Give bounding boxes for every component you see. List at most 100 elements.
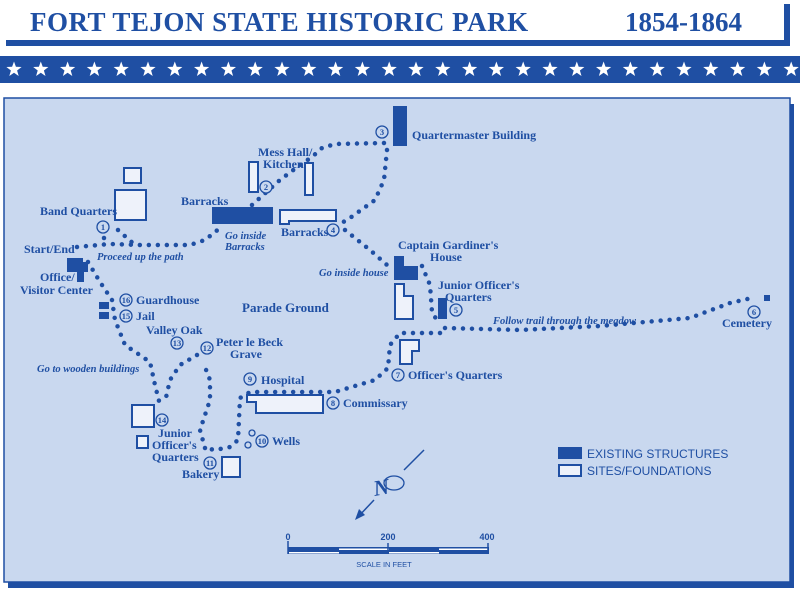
star-band (0, 56, 800, 83)
jail[interactable] (99, 312, 109, 319)
star-icon (194, 61, 210, 76)
bakery[interactable] (221, 456, 241, 478)
stop-marker-15[interactable]: 15 (119, 309, 133, 323)
office-visitor-center[interactable] (67, 258, 88, 282)
cemetery[interactable] (764, 295, 770, 301)
header-background (0, 0, 800, 100)
label-cemetery: Cemetery (722, 316, 772, 330)
label-office: Office/ (40, 270, 75, 284)
place-labels: Band Quarters Mess Hall/ Kitchen Quarter… (20, 128, 772, 481)
label-visitor-center: Visitor Center (20, 283, 94, 297)
label-parade-ground: Parade Ground (242, 300, 330, 315)
label-grave: Grave (230, 347, 263, 361)
stars (6, 61, 799, 76)
captain-gardiners-house[interactable] (394, 256, 418, 280)
commissary[interactable] (246, 394, 324, 414)
stop-marker-8[interactable]: 8 (326, 396, 340, 410)
star-icon (703, 61, 719, 76)
star-icon (274, 61, 290, 76)
scale-tick-0: 0 (285, 532, 290, 542)
label-wells: Wells (272, 434, 300, 448)
mess-hall[interactable] (248, 161, 259, 193)
label-bakery: Bakery (182, 467, 219, 481)
title-rule-side (784, 4, 790, 44)
star-icon (328, 61, 344, 76)
stop-marker-10[interactable]: 10 (255, 434, 269, 448)
stop-marker-13[interactable]: 13 (170, 336, 184, 350)
note-house: Go inside house (319, 268, 389, 279)
stop-marker-7[interactable]: 7 (391, 368, 405, 382)
stop-marker-6[interactable]: 6 (747, 305, 761, 319)
star-icon (301, 61, 317, 76)
label-junior-officers-5-line1: Junior Officer's (438, 278, 520, 292)
label-junior-14-line3: Quarters (152, 450, 199, 464)
barracks-existing[interactable] (212, 207, 273, 224)
stop-marker-2[interactable]: 2 (259, 180, 273, 194)
star-icon (435, 61, 451, 76)
scale-label: SCALE IN FEET (356, 560, 412, 569)
legend: EXISTING STRUCTURES SITES/FOUNDATIONS (558, 447, 728, 478)
structures (67, 106, 770, 478)
star-icon (6, 61, 22, 76)
note-wooden: Go to wooden buildings (37, 364, 139, 375)
star-icon (596, 61, 612, 76)
label-junior-14-line1: Junior (158, 426, 193, 440)
map-panel (3, 97, 791, 583)
svg-text:10: 10 (258, 436, 267, 446)
star-icon (676, 61, 692, 76)
svg-text:9: 9 (248, 374, 252, 384)
stop-marker-14[interactable]: 14 (155, 413, 169, 427)
svg-text:6: 6 (752, 307, 756, 317)
label-hospital: Hospital (261, 373, 305, 387)
stop-marker-4[interactable]: 4 (326, 223, 340, 237)
band-quarters[interactable] (114, 189, 147, 221)
label-start-end: Start/End (24, 242, 75, 256)
svg-text:3: 3 (380, 127, 384, 137)
stop-marker-9[interactable]: 9 (243, 372, 257, 386)
barracks-site[interactable] (279, 209, 337, 225)
star-icon (33, 61, 49, 76)
guardhouse[interactable] (99, 302, 109, 309)
label-officers-quarters: Officer's Quarters (408, 368, 503, 382)
officers-quarters[interactable] (399, 339, 420, 365)
stop-marker-5[interactable]: 5 (449, 303, 463, 317)
label-jail: Jail (136, 309, 155, 323)
band-quarters-small[interactable] (123, 167, 142, 184)
stop-marker-16[interactable]: 16 (119, 293, 133, 307)
note-meadow: Follow trail through the meadow (492, 316, 637, 327)
stop-markers: 1 2 3 4 5 6 7 8 9 10 11 12 13 14 15 16 (96, 125, 761, 470)
stop-marker-1[interactable]: 1 (96, 220, 110, 234)
label-kitchen: Kitchen (263, 157, 304, 171)
captain-house-foundation[interactable] (394, 283, 414, 320)
direction-notes: Proceed up the path Go inside Barracks G… (37, 231, 637, 375)
junior-officers-quarters-14[interactable] (131, 404, 155, 428)
junior-officers-quarters-5[interactable] (438, 298, 447, 319)
kitchen[interactable] (304, 162, 314, 196)
legend-existing-label: EXISTING STRUCTURES (587, 447, 728, 461)
star-icon (730, 61, 746, 76)
scale-tick-200: 200 (380, 532, 395, 542)
quartermaster-building[interactable] (393, 106, 407, 146)
star-icon (756, 61, 772, 76)
label-captain-house: House (430, 250, 463, 264)
label-commissary: Commissary (343, 396, 408, 410)
stop-marker-11[interactable]: 11 (203, 456, 217, 470)
stop-marker-12[interactable]: 12 (200, 341, 214, 355)
svg-text:16: 16 (122, 295, 131, 305)
star-icon (247, 61, 263, 76)
junior-officers-quarters-14-small[interactable] (136, 435, 149, 449)
legend-sites-swatch (558, 464, 582, 477)
svg-text:11: 11 (206, 458, 214, 468)
label-mess-hall: Mess Hall/ (258, 145, 313, 159)
note-proceed: Proceed up the path (97, 252, 184, 263)
star-icon (167, 61, 183, 76)
svg-text:5: 5 (454, 305, 458, 315)
stop-marker-3[interactable]: 3 (375, 125, 389, 139)
star-icon (354, 61, 370, 76)
note-barracks-2: Barracks (224, 242, 265, 253)
svg-text:1: 1 (101, 222, 105, 232)
star-icon (462, 61, 478, 76)
label-barracks-4: Barracks (281, 225, 329, 239)
svg-text:8: 8 (331, 398, 335, 408)
